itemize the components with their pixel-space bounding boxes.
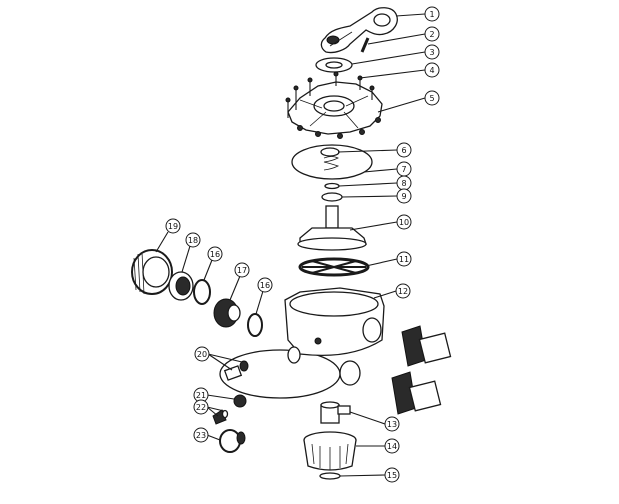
callout-number: 18 [188, 236, 198, 245]
callout-circle [424, 26, 440, 42]
spider-gasket [298, 257, 370, 277]
callout-number: 23 [196, 431, 206, 440]
callout-circle [185, 232, 201, 248]
valve-body [219, 287, 385, 399]
callout-number: 7 [401, 165, 406, 174]
callout-number: 1 [429, 10, 434, 19]
callout-9: 9 [396, 188, 412, 204]
callout-10: 10 [396, 214, 412, 230]
callout-number: 17 [237, 266, 247, 275]
leader-lines [155, 13, 426, 477]
callout-17: 17 [234, 262, 250, 278]
callout-21: 21 [193, 387, 209, 403]
callout-4: 4 [424, 62, 440, 78]
o-ring-16a [193, 279, 211, 305]
callout-15: 15 [384, 467, 400, 483]
callout-5: 5 [424, 90, 440, 106]
callout-number: 16 [210, 250, 220, 259]
callout-number: 11 [399, 255, 409, 264]
drain-plug [223, 360, 249, 381]
callout-circle [257, 277, 273, 293]
callout-11: 11 [396, 251, 412, 267]
rotor [297, 205, 367, 251]
callout-number: 2 [429, 30, 434, 39]
union-nut [131, 249, 173, 295]
callout-circle [424, 62, 440, 78]
callout-number: 8 [401, 179, 406, 188]
callout-circle [207, 246, 223, 262]
callout-number: 4 [429, 66, 434, 75]
pressure-gauge-port [219, 429, 246, 453]
callout-number: 21 [196, 391, 206, 400]
callout-16b: 16 [257, 277, 273, 293]
callout-number: 6 [401, 146, 406, 155]
o-ring-16b [247, 313, 263, 337]
callout-number: 22 [196, 403, 206, 412]
callout-number: 3 [429, 48, 434, 57]
union-tailpiece [168, 271, 194, 301]
callout-circle [384, 438, 400, 454]
callout-circle [194, 346, 210, 362]
callout-16a: 16 [207, 246, 223, 262]
plug-21 [233, 394, 247, 408]
callout-number: 15 [387, 471, 397, 480]
callout-number: 19 [168, 222, 178, 231]
plug-22 [212, 409, 229, 425]
callout-number: 14 [387, 442, 397, 451]
callout-7: 7 [396, 161, 412, 177]
callout-circle [424, 6, 440, 22]
union-fitting-lower [391, 371, 442, 415]
callout-circle [396, 142, 412, 158]
callout-23: 23 [193, 427, 209, 443]
callout-circle [193, 427, 209, 443]
elbow [320, 401, 351, 424]
callout-circle [193, 399, 209, 415]
callout-20: 20 [194, 346, 210, 362]
callout-circle [396, 214, 412, 230]
callout-circle [424, 44, 440, 60]
callout-circle [396, 251, 412, 267]
callout-6: 6 [396, 142, 412, 158]
callout-19: 19 [165, 218, 181, 234]
callout-circle [234, 262, 250, 278]
gasket-disc [291, 144, 373, 180]
callout-1: 1 [424, 6, 440, 22]
callout-number: 9 [401, 192, 406, 201]
callout-12: 12 [395, 283, 411, 299]
callout-13: 13 [384, 416, 400, 432]
callout-number: 20 [197, 350, 207, 359]
bottom-o-ring [319, 472, 341, 480]
callout-2: 2 [424, 26, 440, 42]
o-ring-small [324, 182, 340, 190]
washer [315, 57, 353, 73]
callout-14: 14 [384, 438, 400, 454]
bolts [285, 71, 381, 139]
callout-3: 3 [424, 44, 440, 60]
callout-circle [424, 90, 440, 106]
union-fitting-upper [401, 325, 452, 367]
callout-circle [396, 188, 412, 204]
o-ring [321, 192, 343, 202]
callout-18: 18 [185, 232, 201, 248]
callout-8: 8 [396, 175, 412, 191]
valve-cover [285, 71, 383, 139]
callout-circle [384, 416, 400, 432]
strainer-basket [303, 431, 357, 471]
handle-lever [320, 7, 398, 54]
callout-number: 12 [398, 287, 408, 296]
callout-22: 22 [193, 399, 209, 415]
union-adapter [213, 298, 241, 328]
callout-number: 13 [387, 420, 397, 429]
callout-circle [395, 283, 411, 299]
callout-number: 5 [429, 94, 434, 103]
pin [360, 37, 370, 53]
callout-number: 16 [260, 281, 270, 290]
callout-number: 10 [399, 218, 409, 227]
callout-circle [165, 218, 181, 234]
callout-circle [384, 467, 400, 483]
